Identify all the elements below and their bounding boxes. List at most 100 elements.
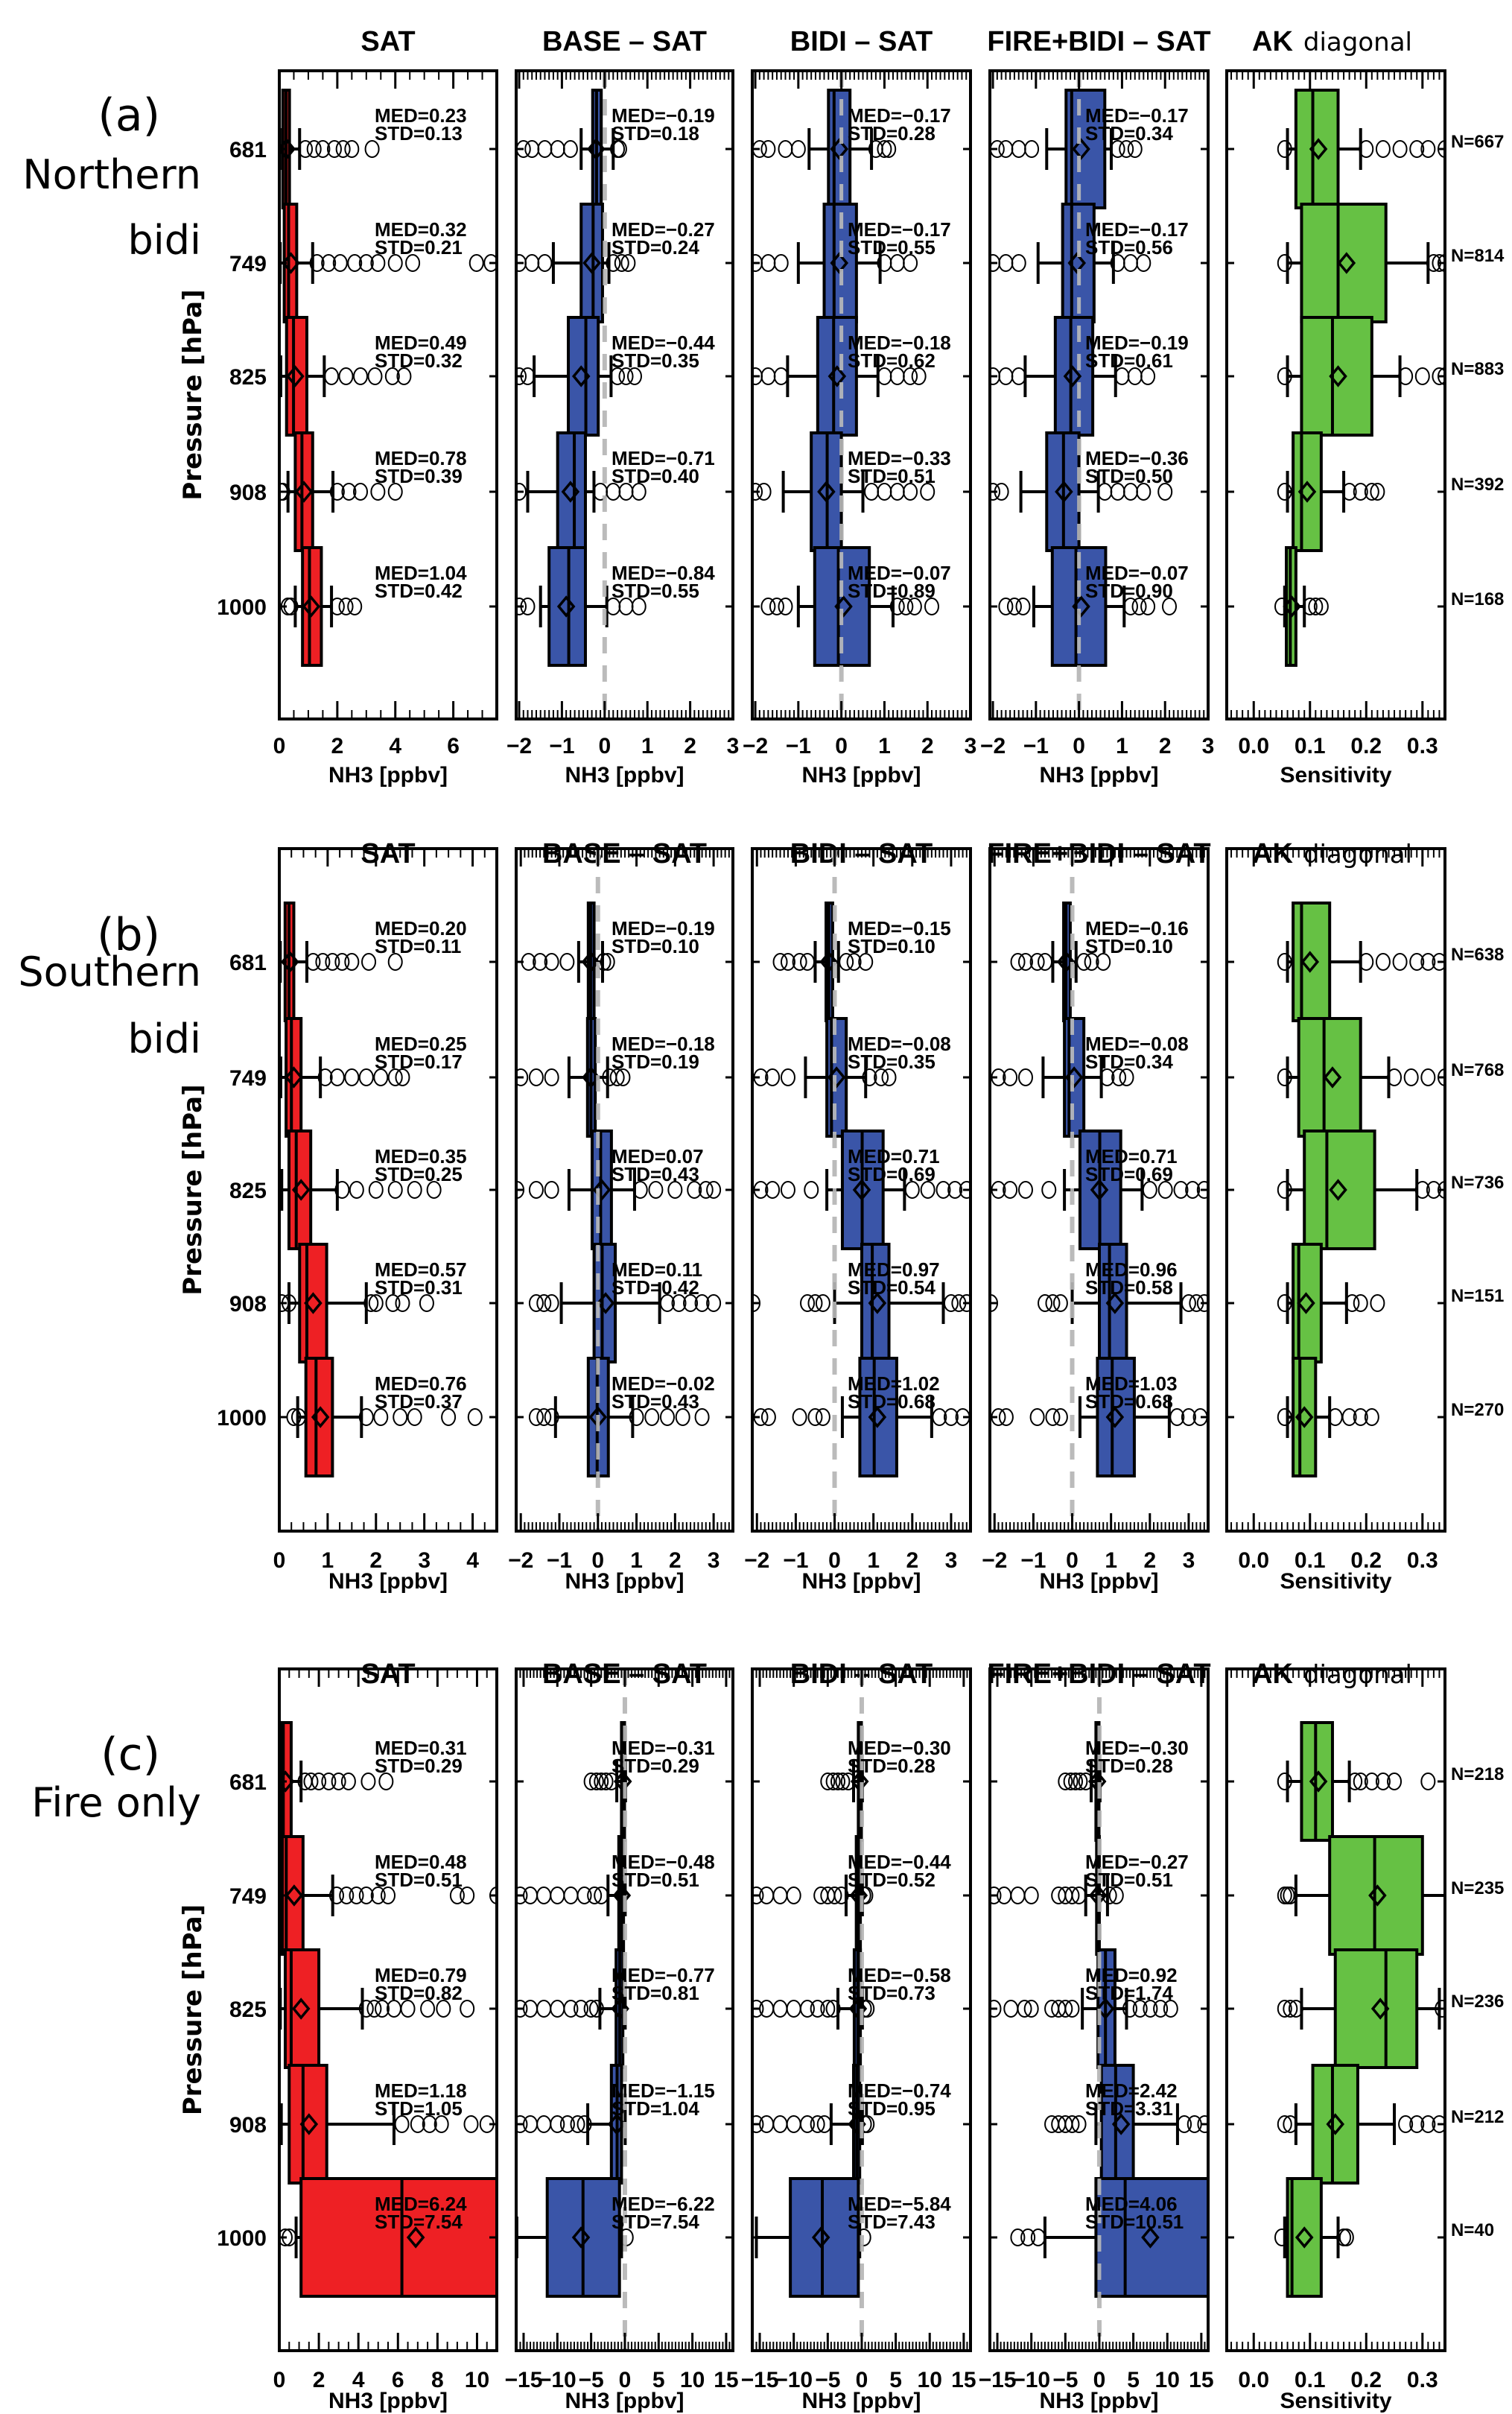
mean-marker bbox=[1105, 1406, 1125, 1428]
median-annotation: MED=0.49 bbox=[375, 332, 467, 354]
pressure-level-label: 825 bbox=[229, 1179, 267, 1203]
sample-count-label: N=151 bbox=[1451, 1286, 1504, 1306]
std-annotation: STD=0.51 bbox=[848, 465, 936, 487]
outlier-point bbox=[610, 367, 626, 385]
std-annotation: STD=10.51 bbox=[1085, 2211, 1184, 2233]
sample-count-label: N=392 bbox=[1451, 475, 1504, 495]
outlier-point bbox=[370, 1886, 386, 1904]
mean-marker bbox=[1300, 951, 1320, 973]
x-tick-label: −1 bbox=[549, 734, 574, 758]
outlier-point bbox=[338, 598, 354, 615]
x-axis-label: NH3 [ppbv] bbox=[328, 1569, 448, 1594]
outlier-point bbox=[523, 2000, 539, 2018]
outlier-point bbox=[344, 953, 360, 971]
outlier-point bbox=[550, 2000, 565, 2018]
outlier-point bbox=[924, 598, 939, 615]
outlier-point bbox=[387, 483, 403, 501]
median-annotation: MED=−0.16 bbox=[1085, 917, 1189, 940]
plot-area bbox=[279, 902, 483, 1477]
outlier-point bbox=[449, 1886, 465, 1904]
x-tick-label: 4 bbox=[466, 1548, 479, 1573]
x-tick-label: 3 bbox=[418, 1548, 431, 1573]
x-axis-label: NH3 [ppbv] bbox=[1040, 763, 1159, 788]
median-annotation: MED=−0.08 bbox=[848, 1033, 951, 1055]
outlier-point bbox=[600, 953, 615, 971]
median-annotation: MED=−0.08 bbox=[1085, 1033, 1189, 1055]
median-annotation: MED=−0.77 bbox=[612, 1964, 715, 1986]
outlier-point bbox=[780, 953, 795, 971]
outlier-point bbox=[329, 1068, 345, 1086]
x-tick-label: 3 bbox=[708, 1548, 720, 1573]
median-annotation: MED=−0.31 bbox=[612, 1737, 715, 1759]
outlier-point bbox=[769, 598, 784, 615]
outlier-point bbox=[943, 1294, 959, 1312]
outlier-point bbox=[667, 1181, 683, 1199]
mean-marker bbox=[1283, 595, 1301, 618]
outlier-point bbox=[524, 254, 540, 272]
median-annotation: MED=−0.02 bbox=[612, 1372, 715, 1395]
x-tick-label: 1 bbox=[867, 1548, 880, 1573]
outlier-point bbox=[830, 1773, 846, 1790]
outlier-point bbox=[349, 1886, 364, 1904]
outlier-point bbox=[706, 1294, 722, 1312]
std-annotation: STD=0.55 bbox=[848, 236, 936, 259]
outlier-point bbox=[524, 140, 540, 158]
outlier-point bbox=[341, 483, 357, 501]
outlier-point bbox=[550, 140, 565, 158]
outlier-point bbox=[1420, 2115, 1436, 2133]
box-681 bbox=[521, 902, 615, 1022]
x-axis-label: NH3 [ppbv] bbox=[1040, 2389, 1159, 2413]
outlier-point bbox=[344, 140, 360, 158]
box-1000 bbox=[991, 1357, 1208, 1477]
outlier-point bbox=[820, 1773, 836, 1790]
iqr-box bbox=[858, 1357, 898, 1477]
outlier-point bbox=[606, 254, 621, 272]
outlier-point bbox=[609, 1068, 625, 1086]
mean-marker bbox=[299, 2113, 319, 2135]
x-tick-label: 1 bbox=[641, 734, 654, 758]
x-tick-label: 6 bbox=[447, 734, 460, 758]
outlier-point bbox=[516, 483, 527, 501]
outlier-point bbox=[523, 1886, 539, 1904]
outlier-point bbox=[698, 1181, 714, 1199]
mean-marker bbox=[613, 1770, 632, 1793]
outlier-point bbox=[759, 2000, 775, 2018]
x-tick-label: 0.0 bbox=[1238, 2368, 1269, 2392]
outlier-point bbox=[349, 1181, 364, 1199]
mean-marker bbox=[285, 1066, 303, 1089]
std-annotation: STD=0.82 bbox=[375, 1982, 463, 2004]
std-annotation: STD=0.10 bbox=[1085, 935, 1173, 957]
median-annotation: MED=0.07 bbox=[612, 1145, 704, 1168]
mean-marker bbox=[1096, 1998, 1115, 2020]
std-annotation: STD=0.58 bbox=[1085, 1276, 1173, 1299]
std-annotation: STD=0.69 bbox=[1085, 1163, 1173, 1185]
outlier-point bbox=[378, 1773, 394, 1790]
outlier-point bbox=[328, 1886, 344, 1904]
median-annotation: MED=0.31 bbox=[375, 1737, 467, 1759]
mean-marker bbox=[1141, 2226, 1160, 2249]
box-749 bbox=[753, 1017, 897, 1138]
outlier-point bbox=[400, 2000, 416, 2018]
box-1000 bbox=[286, 1357, 483, 1477]
std-annotation: STD=0.32 bbox=[375, 349, 463, 372]
std-annotation: STD=0.35 bbox=[848, 1051, 936, 1073]
outlier-point bbox=[373, 1408, 389, 1426]
outlier-point bbox=[583, 1773, 599, 1790]
outlier-point bbox=[1023, 1886, 1039, 1904]
box-1000 bbox=[1274, 2177, 1354, 2298]
outlier-point bbox=[588, 2000, 604, 2018]
outlier-point bbox=[1353, 1294, 1368, 1312]
x-tick-label: 2 bbox=[906, 1548, 918, 1573]
outlier-point bbox=[576, 1886, 592, 1904]
outlier-point bbox=[1064, 2115, 1080, 2133]
outlier-point bbox=[358, 2000, 374, 2018]
outlier-point bbox=[765, 1181, 781, 1199]
outlier-point bbox=[332, 254, 348, 272]
sample-count-label: N=168 bbox=[1451, 589, 1504, 609]
median-annotation: MED=1.02 bbox=[848, 1372, 940, 1395]
iqr-box bbox=[547, 546, 587, 667]
box-825 bbox=[1277, 316, 1445, 437]
outlier-point bbox=[1420, 1773, 1436, 1790]
